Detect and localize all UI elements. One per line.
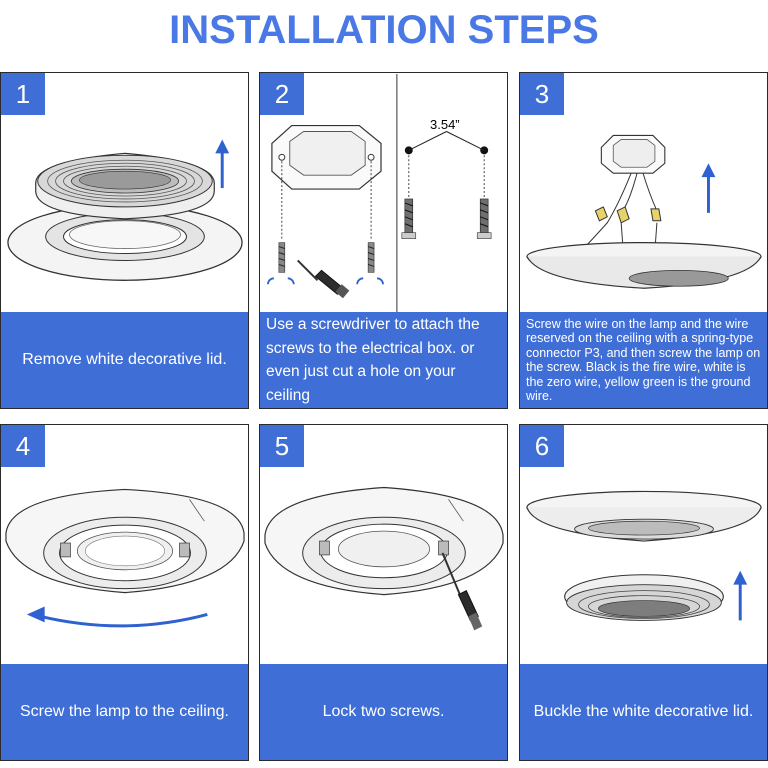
buckle-lid-drawing xyxy=(526,490,762,621)
step-1-panel: 1 Remove white decorative lid. xyxy=(0,72,249,409)
rotate-arrow-icon xyxy=(26,606,208,628)
step-4-illustration xyxy=(1,425,248,666)
up-arrow-icon xyxy=(701,163,716,213)
wiring-drawing xyxy=(526,134,762,289)
screw-icon xyxy=(278,242,286,273)
step-caption: Screw the lamp to the ceiling. xyxy=(1,664,248,760)
up-arrow-icon xyxy=(733,570,748,621)
step-number: 6 xyxy=(520,425,564,467)
lamp-mount-drawing xyxy=(5,488,245,628)
step-caption: Buckle the white decorative lid. xyxy=(520,664,767,760)
dimension-label: 3.54” xyxy=(430,117,460,132)
step-5-panel: 5 Lock two screws. xyxy=(259,424,508,761)
screwdriver-icon xyxy=(296,259,350,299)
screw-icon xyxy=(476,198,492,239)
step-number: 3 xyxy=(520,73,564,115)
step-2-panel: 2 xyxy=(259,72,508,409)
rotate-arrow-icon xyxy=(267,277,384,285)
step-3-illustration xyxy=(520,73,767,314)
junction-box-icon xyxy=(271,124,382,190)
lamp-lid-removal-drawing xyxy=(7,139,243,281)
screw-icon xyxy=(367,242,375,273)
wire-connector-icon xyxy=(594,206,662,224)
step-number: 4 xyxy=(1,425,45,467)
electrical-box-drawing xyxy=(267,73,492,314)
step-3-panel: 3 xyxy=(519,72,768,409)
step-caption: Remove white decorative lid. xyxy=(1,312,248,408)
lock-screws-drawing xyxy=(264,486,504,631)
step-caption: Screw the wire on the lamp and the wire … xyxy=(520,312,767,408)
up-arrow-icon xyxy=(215,139,230,189)
step-4-panel: 4 Screw the lamp to the ceiling. xyxy=(0,424,249,761)
step-number: 1 xyxy=(1,73,45,115)
step-6-illustration xyxy=(520,425,767,666)
page-title: INSTALLATION STEPS xyxy=(169,8,599,52)
screw-icon xyxy=(401,198,417,239)
screwdriver-icon xyxy=(441,552,483,631)
step-number: 5 xyxy=(260,425,304,467)
step-1-illustration xyxy=(1,73,248,314)
step-caption: Use a screwdriver to attach the screws t… xyxy=(260,312,507,408)
step-2-illustration: 3.54” xyxy=(260,73,507,314)
junction-box-icon xyxy=(600,134,666,174)
step-5-illustration xyxy=(260,425,507,666)
step-number: 2 xyxy=(260,73,304,115)
step-caption: Lock two screws. xyxy=(260,664,507,760)
step-6-panel: 6 Buckle the white decorative lid. xyxy=(519,424,768,761)
